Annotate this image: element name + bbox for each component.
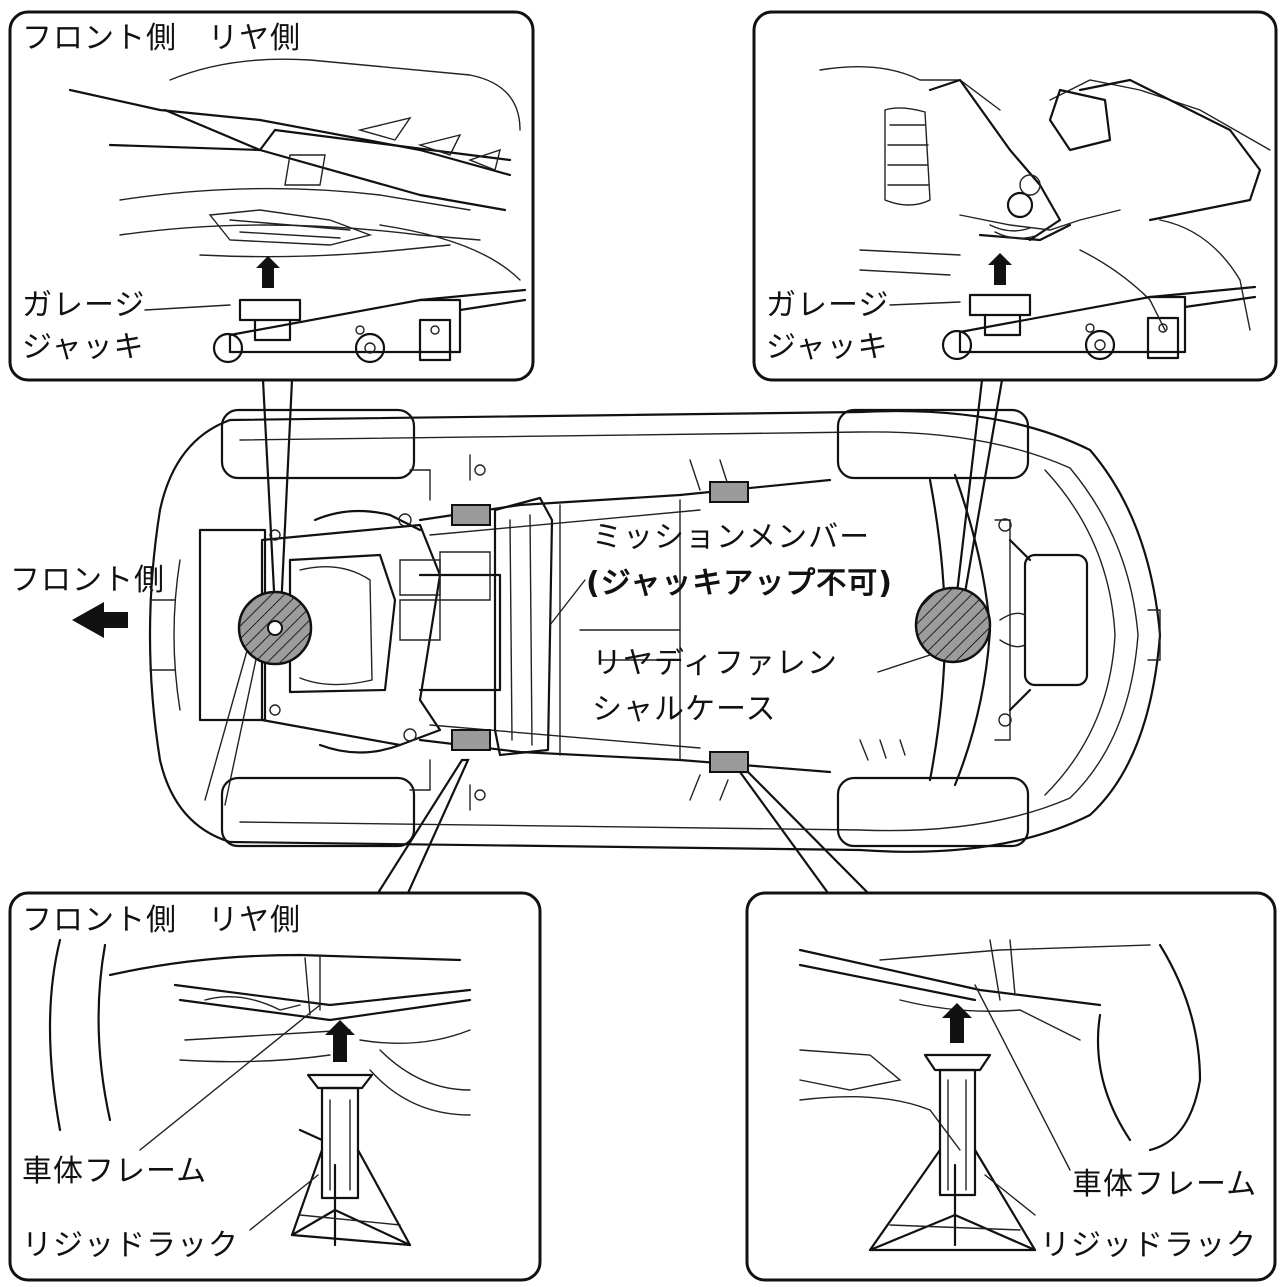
panel-top-left [8, 10, 535, 382]
label-garage-jack-tr-1: ガレージ [766, 288, 890, 323]
car-underside [72, 408, 1162, 853]
front-arrow-icon [72, 602, 128, 638]
label-body-frame-bl: 車体フレーム [22, 1154, 208, 1189]
label-garage-jack-tl-1: ガレージ [22, 288, 146, 323]
label-front-rear-top: フロント側 リヤ側 [22, 21, 301, 56]
label-front-side: フロント側 [10, 563, 165, 598]
label-rigid-rack-bl: リジッドラック [22, 1228, 239, 1263]
label-rear-diff-1: リヤディファレン [592, 646, 838, 681]
label-garage-jack-tl-2: ジャッキ [22, 330, 145, 365]
label-body-frame-br: 車体フレーム [1072, 1167, 1258, 1202]
label-no-jack-up: (ジャッキアップ不可) [586, 566, 893, 601]
label-front-rear-bottom: フロント側 リヤ側 [22, 903, 301, 938]
panel-bottom-right [745, 891, 1277, 1282]
label-mission-member: ミッションメンバー [592, 520, 871, 555]
label-rear-diff-2: シャルケース [592, 692, 777, 727]
label-garage-jack-tr-2: ジャッキ [766, 330, 889, 365]
panel-top-right [752, 10, 1278, 382]
label-rigid-rack-br: リジッドラック [1040, 1228, 1257, 1263]
callout-leaders [261, 378, 1004, 895]
panel-bottom-left [8, 891, 542, 1282]
